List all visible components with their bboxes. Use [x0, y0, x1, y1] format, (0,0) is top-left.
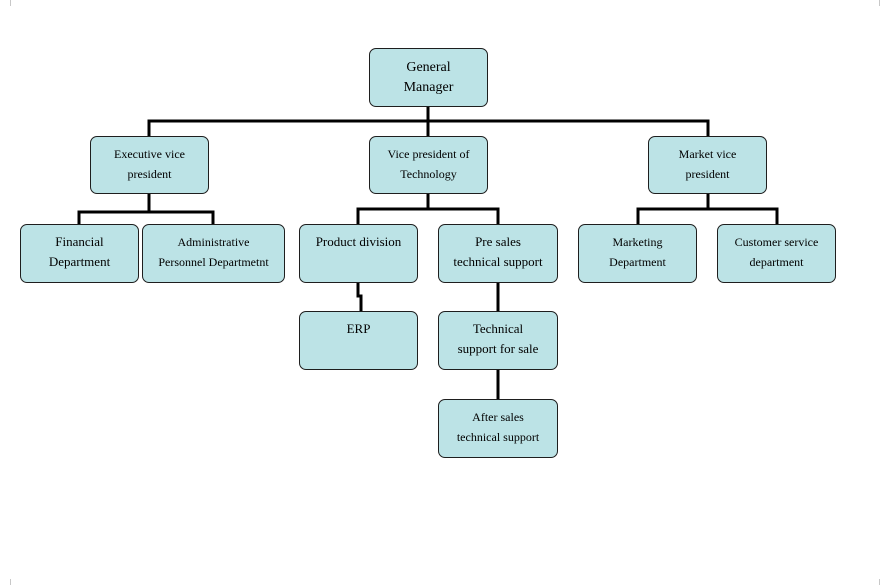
node-label: Personnel Departmetnt: [158, 255, 269, 269]
node-label: president: [127, 167, 172, 181]
connector: [356, 281, 363, 313]
page-corner-mark: [10, 579, 11, 585]
node-label: Vice president of: [387, 147, 470, 161]
node-label: Department: [609, 255, 666, 269]
node-label: technical support: [453, 254, 543, 269]
node-general-manager: General Manager: [369, 48, 488, 107]
node-label: Market vice: [678, 147, 737, 161]
node-label: president: [685, 167, 730, 181]
node-administrative-personnel-department: Administrative Personnel Departmetnt: [142, 224, 285, 283]
node-marketing-department: Marketing Department: [578, 224, 697, 283]
node-label: Product division: [315, 234, 402, 249]
node-label: Marketing: [612, 235, 663, 249]
node-executive-vice-president: Executive vice president: [90, 136, 209, 194]
node-label: Financial: [55, 234, 104, 249]
node-pre-sales-technical-support: Pre sales technical support: [438, 224, 558, 283]
page-corner-mark: [879, 0, 880, 6]
node-market-vice-president: Market vice president: [648, 136, 767, 194]
node-label: Technology: [400, 167, 457, 181]
node-label: support for sale: [457, 341, 539, 356]
node-label: General: [406, 60, 451, 75]
node-financial-department: Financial Department: [20, 224, 139, 283]
page-corner-mark: [10, 0, 11, 6]
node-label: Pre sales: [475, 234, 521, 249]
node-label: Technical: [472, 321, 524, 336]
node-label: Executive vice: [114, 147, 185, 161]
node-customer-service-department: Customer service department: [717, 224, 836, 283]
node-label: Department: [48, 254, 111, 269]
node-label: technical support: [456, 430, 540, 444]
node-product-division: Product division: [299, 224, 418, 283]
node-label: Manager: [403, 80, 454, 95]
node-label: Customer service: [734, 235, 819, 249]
node-label: Administrative: [177, 235, 250, 249]
node-vice-president-technology: Vice president of Technology: [369, 136, 488, 194]
node-technical-support-for-sale: Technical support for sale: [438, 311, 558, 370]
node-erp: ERP: [299, 311, 418, 370]
node-label: After sales: [472, 410, 524, 424]
node-label: ERP: [346, 321, 371, 336]
node-label: department: [749, 255, 804, 269]
page-corner-mark: [879, 579, 880, 585]
node-after-sales-technical-support: After sales technical support: [438, 399, 558, 458]
